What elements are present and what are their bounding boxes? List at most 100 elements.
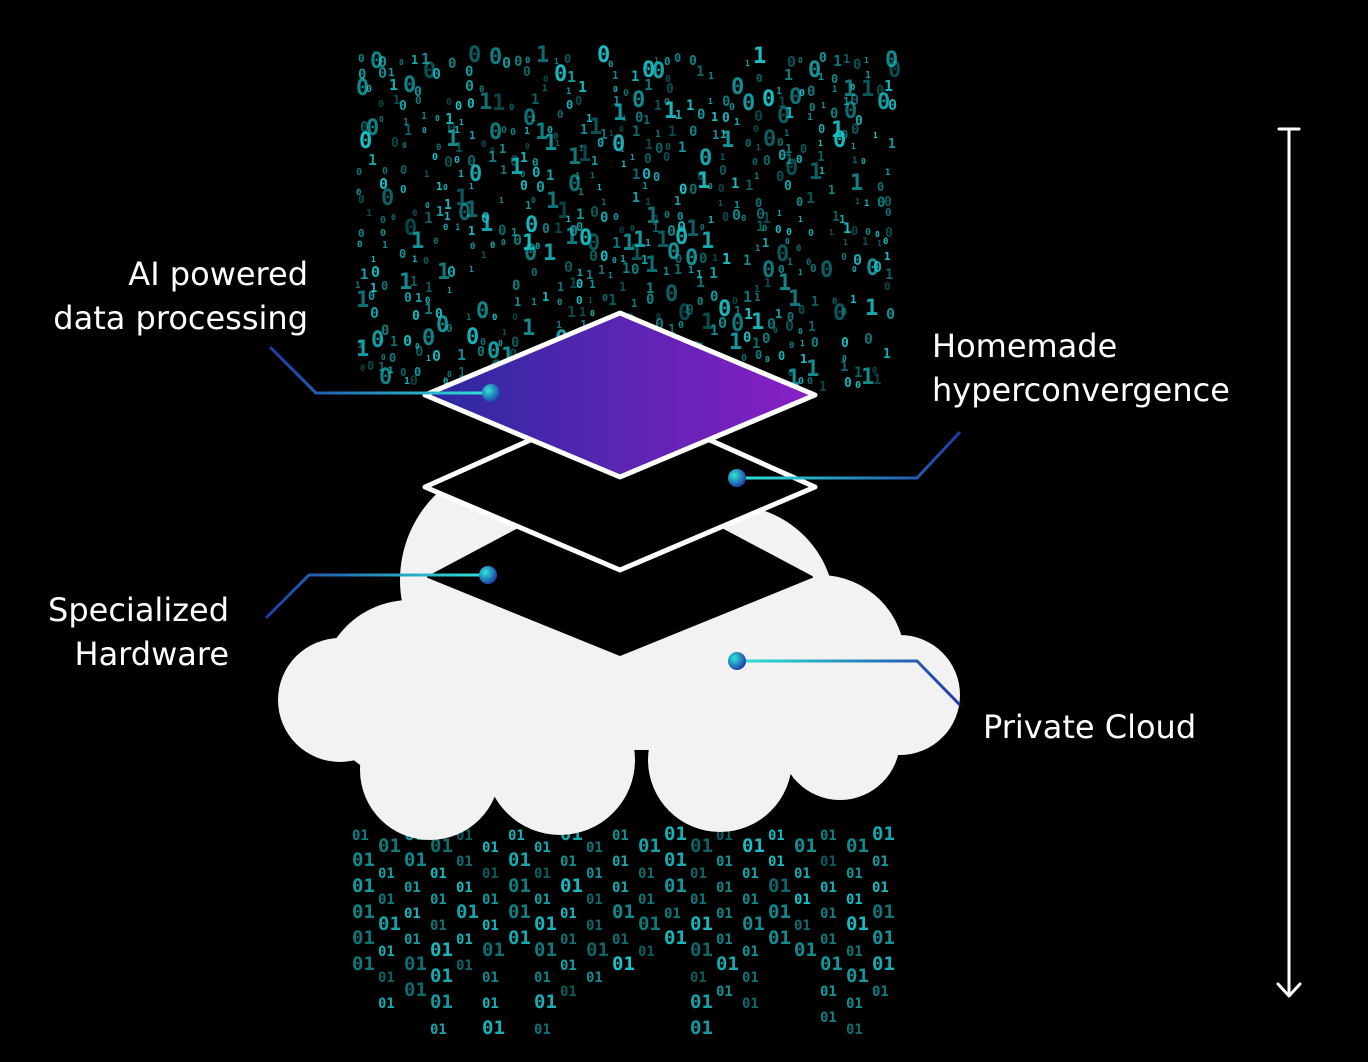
binary-digit: 1 [492, 91, 505, 116]
binary-digit: 1 [543, 241, 556, 266]
binary-digit: 1 [663, 265, 670, 278]
binary-digit: 1 [370, 281, 377, 295]
binary-digit: 0 [832, 297, 837, 307]
binary-digit: 0 [380, 215, 386, 226]
binary-digit: 0 [423, 256, 429, 267]
binary-digit: 0 [557, 108, 564, 121]
binary-digit: 1 [608, 291, 617, 309]
binary-digit: 0 [742, 91, 755, 116]
binary-digit: 01 [586, 892, 603, 908]
binary-digit: 0 [756, 205, 765, 223]
binary-digit: 0 [787, 53, 796, 71]
binary-digit: 1 [854, 365, 862, 381]
binary-digit: 1 [745, 59, 750, 68]
binary-digit: 1 [862, 235, 869, 248]
connector-hardware [264, 566, 497, 620]
binary-digit: 1 [566, 87, 571, 97]
binary-digit: 1 [784, 66, 793, 84]
binary-digit: 0 [502, 54, 511, 72]
binary-digit: 1 [708, 71, 714, 82]
binary-digit: 1 [654, 99, 662, 114]
binary-digit: 1 [832, 85, 837, 95]
binary-digit: 0 [619, 226, 624, 236]
binary-digit: 0 [510, 152, 519, 170]
binary-digit: 0 [525, 142, 530, 151]
binary-digit: 0 [678, 320, 684, 331]
binary-digit: 01 [690, 913, 713, 935]
binary-digit: 0 [443, 377, 448, 387]
binary-digit: 0 [432, 65, 441, 83]
binary-digit: 1 [568, 145, 581, 170]
binary-digit: 1 [578, 78, 587, 96]
binary-digit: 0 [784, 179, 792, 194]
binary-digit: 1 [499, 196, 504, 205]
binary-digit: 1 [436, 205, 444, 220]
binary-digit: 1 [674, 263, 682, 278]
binary-digit: 0 [743, 330, 751, 346]
binary-digit: 1 [734, 117, 740, 128]
binary-digit: 0 [576, 294, 583, 307]
binary-digit: 0 [469, 162, 482, 187]
binary-digit: 0 [400, 183, 407, 196]
binary-digit: 01 [820, 828, 837, 844]
binary-digit: 0 [820, 258, 833, 283]
binary-digit: 0 [489, 45, 502, 70]
binary-digit: 1 [731, 176, 739, 192]
binary-digit: 0 [378, 53, 387, 71]
binary-digit: 0 [865, 227, 871, 238]
binary-digit: 1 [720, 153, 725, 163]
binary-digit: 1 [718, 199, 723, 208]
binary-digit: 01 [430, 991, 453, 1013]
binary-digit: 01 [872, 823, 895, 845]
binary-digit: 1 [575, 172, 580, 182]
binary-digit: 0 [788, 369, 793, 378]
binary-digit: 01 [534, 840, 551, 856]
binary-digit: 0 [850, 91, 859, 109]
binary-digit: 1 [468, 224, 475, 238]
binary-digit: 01 [534, 939, 557, 961]
binary-digit: 0 [490, 241, 495, 251]
binary-digit: 01 [872, 953, 895, 975]
binary-digit: 01 [430, 939, 453, 961]
binary-digit: 0 [358, 52, 365, 65]
binary-digit: 0 [501, 238, 506, 247]
binary-digit: 0 [808, 58, 821, 83]
binary-digit: 0 [655, 141, 663, 157]
binary-digit: 1 [833, 52, 842, 70]
binary-digit: 01 [716, 932, 733, 948]
binary-digit: 0 [523, 65, 531, 80]
binary-digit: 1 [469, 182, 474, 191]
binary-digit: 0 [778, 148, 786, 164]
binary-digit: 1 [632, 191, 640, 206]
binary-digit: 1 [642, 181, 648, 192]
binary-digit: 0 [851, 224, 858, 238]
binary-digit: 1 [777, 209, 782, 218]
binary-digit: 1 [711, 110, 718, 124]
binary-digit: 01 [664, 849, 687, 871]
binary-digit: 0 [535, 242, 540, 252]
binary-digit: 1 [756, 219, 764, 235]
binary-digit: 01 [508, 828, 525, 844]
binary-digit: 1 [609, 129, 614, 138]
binary-digit: 1 [598, 263, 605, 277]
binary-digit: 1 [436, 180, 443, 193]
binary-digit: 0 [531, 266, 538, 279]
binary-digit: 0 [886, 305, 895, 323]
binary-digit: 1 [525, 199, 532, 212]
binary-digit: 1 [643, 113, 650, 127]
binary-digit: 1 [480, 212, 493, 237]
binary-digit: 0 [872, 366, 877, 376]
binary-digit: 1 [785, 142, 792, 156]
binary-digit: 0 [403, 332, 412, 350]
binary-digit: 0 [818, 122, 825, 136]
binary-digit: 1 [554, 221, 562, 237]
binary-digit: 1 [382, 240, 388, 251]
binary-digit: 0 [685, 246, 698, 271]
binary-digit: 1 [524, 126, 530, 137]
binary-digit: 01 [716, 828, 733, 844]
binary-digit: 0 [576, 220, 583, 234]
binary-digit: 0 [510, 127, 516, 138]
binary-digit: 1 [410, 275, 418, 290]
binary-digit: 0 [678, 301, 691, 326]
binary-digit: 0 [777, 104, 790, 129]
